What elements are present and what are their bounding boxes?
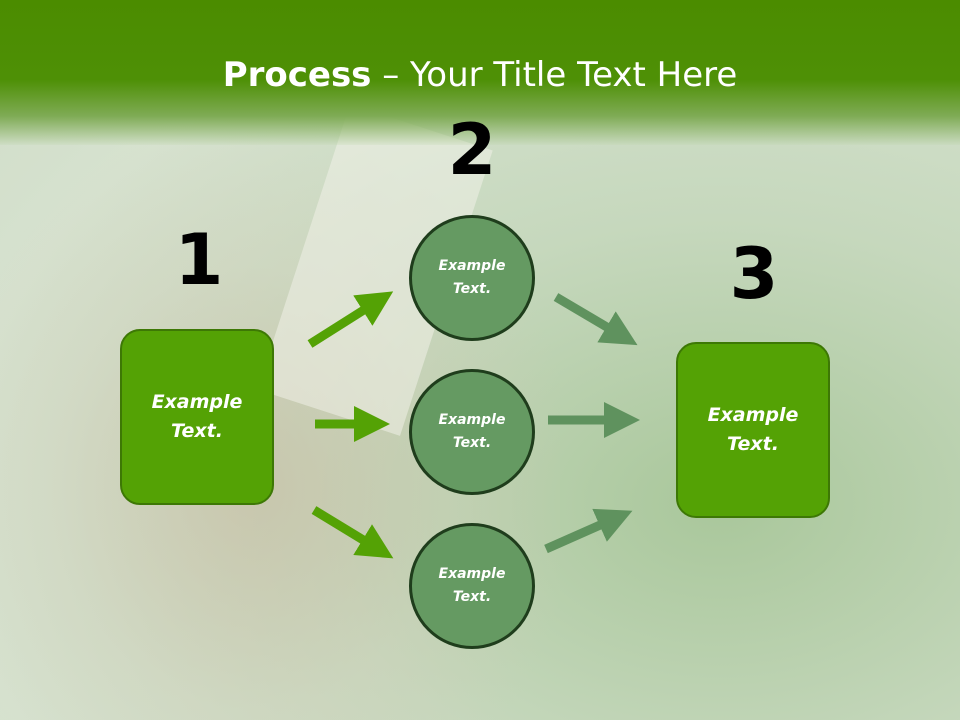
step-3-box[interactable]: Example Text.	[676, 342, 830, 518]
step-number-1[interactable]: 1	[174, 219, 224, 301]
circle-top-line1: Example	[438, 258, 506, 274]
arrow-bottom-to-right	[544, 508, 633, 554]
step-number-2[interactable]: 2	[447, 109, 497, 191]
circle-middle-line1: Example	[438, 412, 506, 428]
step-2-circle-middle[interactable]: Example Text.	[409, 369, 535, 495]
title-bar	[0, 0, 960, 145]
step-2-circle-top[interactable]: Example Text.	[409, 215, 535, 341]
step-1-box-line1: Example	[151, 391, 243, 413]
step-1-box[interactable]: Example Text.	[120, 329, 274, 505]
step-1-box-line2: Text.	[171, 420, 223, 442]
arrow-left-to-top	[307, 291, 394, 348]
step-2-circle-bottom[interactable]: Example Text.	[409, 523, 535, 649]
circle-bottom-line2: Text.	[452, 589, 492, 605]
arrow-left-to-bottom	[311, 506, 394, 559]
circle-middle-line2: Text.	[452, 435, 492, 451]
arrow-top-to-right	[553, 293, 638, 346]
step-3-box-line2: Text.	[727, 433, 779, 455]
slide-title[interactable]: Process – Your Title Text Here	[0, 54, 960, 96]
circle-bottom-line1: Example	[438, 566, 506, 582]
circle-top-line2: Text.	[452, 281, 492, 297]
step-number-3[interactable]: 3	[729, 233, 779, 315]
slide-title-rest: – Your Title Text Here	[371, 55, 738, 95]
step-3-box-line1: Example	[707, 404, 799, 426]
slide-title-bold: Process	[222, 55, 372, 95]
